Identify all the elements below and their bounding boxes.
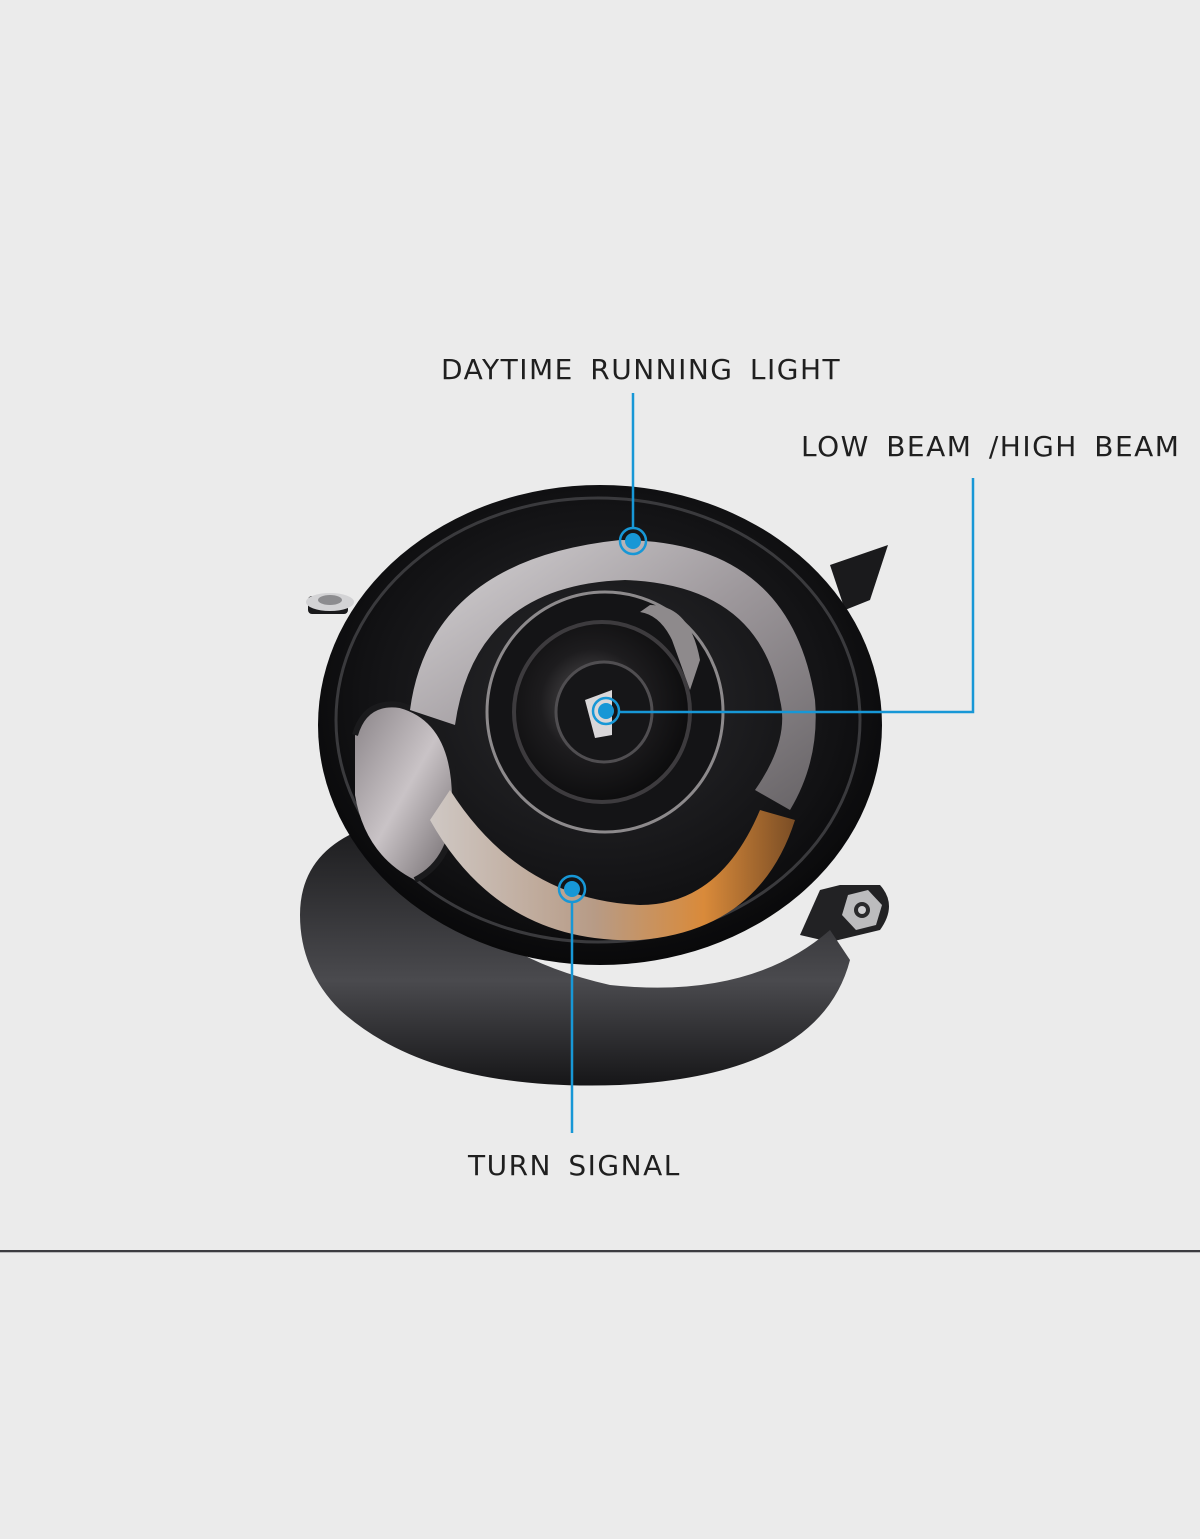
beam-marker-dot bbox=[598, 703, 614, 719]
turn-callout bbox=[557, 874, 587, 1133]
drl-label: DAYTIME RUNNING LIGHT bbox=[441, 353, 842, 386]
turn-marker-dot bbox=[564, 881, 580, 897]
turn-signal-reflector bbox=[430, 790, 795, 941]
side-lens bbox=[355, 704, 455, 880]
drl-light-ring bbox=[410, 540, 816, 810]
drl-marker-dot bbox=[625, 533, 641, 549]
beam-callout bbox=[591, 478, 975, 726]
left-mount-bolt bbox=[306, 593, 354, 614]
beam-label: LOW BEAM /HIGH BEAM bbox=[801, 430, 1181, 463]
mounting-fin bbox=[830, 545, 888, 610]
projector-shield bbox=[585, 690, 612, 738]
bottom-bracket bbox=[800, 885, 889, 942]
turn-signal-label: TURN SIGNAL bbox=[468, 1149, 681, 1182]
drl-callout bbox=[618, 393, 648, 556]
section-divider bbox=[0, 1250, 1200, 1252]
section-divider-shadow bbox=[0, 1252, 1200, 1253]
